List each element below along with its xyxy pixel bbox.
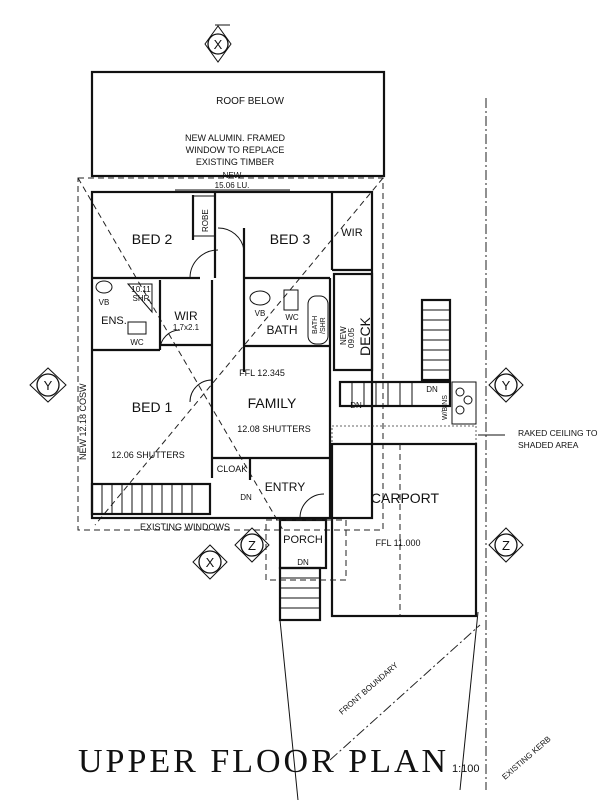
label-wc1: WC [130,338,144,347]
raked-ceiling-area [331,425,477,445]
label-vb1: VB [99,298,110,307]
room-ens: ENS. [101,315,127,327]
grid-label-x: X [206,555,215,570]
note-existing-kerb: EXISTING KERB [500,734,552,781]
bin [463,395,473,405]
note-ffl-upper: FFL 12.345 [239,368,285,378]
room-bath: BATH [266,323,297,337]
room-family: FAMILY [248,395,297,411]
label-wbins: W/BINS [442,395,449,420]
label-shr1b: SHR [133,294,150,303]
label-dn: DN [350,401,362,410]
stair-bed1 [90,482,212,516]
grid-marker-x-bottom: X [192,544,228,580]
stair-treads [101,484,193,514]
note-deck-level: 09.05 [347,327,356,348]
grid-label-z: Z [248,538,256,553]
note-new: NEW [223,171,242,180]
stair-treads [280,577,320,609]
note-window-2: WINDOW TO REPLACE [186,145,285,155]
room-bed2: BED 2 [132,231,173,247]
shower [126,283,153,314]
vanity-basin [95,280,113,294]
room-carport: CARPORT [371,490,440,506]
carport-outline [330,442,478,618]
toilet [283,289,299,311]
label-shr1a: 10.11 [131,285,151,294]
grid-label-z: Z [502,538,510,553]
note-shutters-bed: 12.06 SHUTTERS [111,450,185,460]
note-lu: 15.06 LU. [215,181,250,190]
stair-treads [351,382,413,406]
room-bed1: BED 1 [132,399,173,415]
roof-below-outline [90,70,386,178]
door-swing [299,493,325,519]
stair-landing [338,380,452,408]
plan-scale: 1:100 [452,763,480,775]
note-shutters-family: 12.08 SHUTTERS [237,424,311,434]
note-new-deck: NEW [339,326,348,345]
note-window-3: EXISTING TIMBER [196,157,275,167]
note-front-boundary: FRONT BOUNDARY [337,660,400,716]
driveway-edge [279,619,299,800]
room-wir-top: WIR [341,227,362,239]
toilet [127,321,147,335]
grid-label-y: Y [502,378,511,393]
note-window-1: NEW ALUMIN. FRAMED [185,133,286,143]
front-boundary-line [329,624,481,761]
robe-box [192,195,216,237]
label-dn: DN [297,558,309,567]
note-roof-below: ROOF BELOW [216,96,284,107]
floor-dashed-outline [77,177,384,531]
bath-tub [307,295,329,345]
door-swing [189,249,219,279]
grid-marker-z-left: Z [234,527,270,563]
grid-marker-z-right: Z [488,527,524,563]
room-entry: ENTRY [265,480,305,494]
stair-treads [422,309,450,371]
room-robe: ROBE [201,209,210,232]
deck-outline [332,272,374,372]
porch-dashed [265,519,347,581]
roof-diagonal [77,177,284,531]
vanity-basin [249,290,271,306]
label-dn: DN [426,385,438,394]
label-wc2: WC [285,313,299,322]
note-new-cosw: NEW 12.18 COSW [78,383,88,460]
door-swing [189,379,213,403]
label-vb2: VB [255,309,266,318]
label-bath-shr1: BATH [312,316,319,334]
label-dn: DN [240,493,252,502]
roof-diagonal [94,177,384,526]
room-wir-mid: WIR [174,309,198,323]
driveway-edge [459,611,479,791]
bin [455,405,465,415]
room-bed3: BED 3 [270,231,311,247]
grid-marker-x-top: X [204,24,232,63]
porch-stair [278,566,322,622]
door-swing [217,227,245,251]
bin [455,387,465,397]
plan-title: UPPER FLOOR PLAN [78,743,449,780]
door-swing [159,329,181,351]
room-cloak: CLOAK [217,464,248,474]
note-ffl-carport: FFL 11.000 [375,538,420,548]
note-raked-1: RAKED CEILING TO [518,428,598,438]
grid-label-y: Y [44,378,53,393]
room-porch: PORCH [283,534,323,546]
grid-label-x: X [214,37,223,52]
label-bath-shr2: /SHR [320,317,327,334]
grid-marker-y-right: Y [488,367,524,403]
label-wir-size: 1.7x2.1 [173,323,200,332]
grid-marker-y-left: Y [29,367,67,403]
room-deck: DECK [357,316,373,356]
bins-area [451,381,477,425]
note-existing-windows: EXISTING WINDOWS [140,522,230,532]
note-raked-2: SHADED AREA [518,440,579,450]
